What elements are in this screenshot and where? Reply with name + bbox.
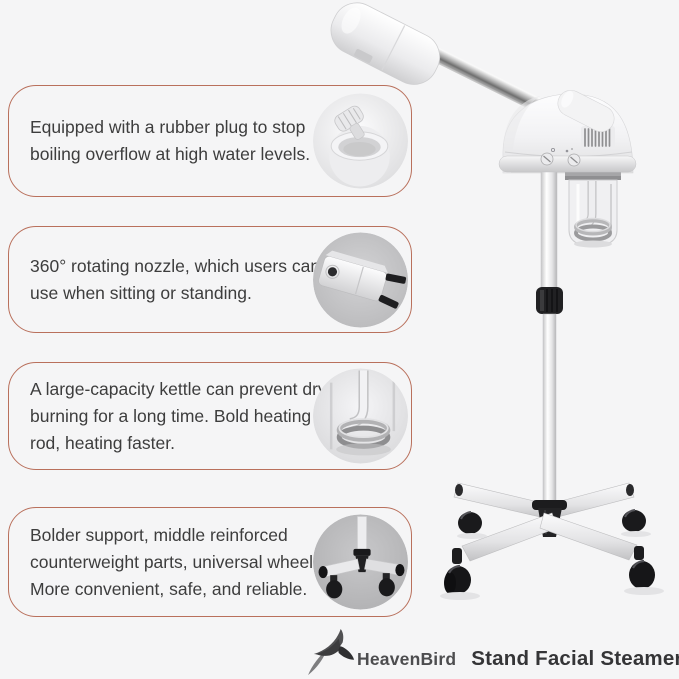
rubber-plug-detail-photo [313, 93, 408, 189]
callout-kettle-heating: A large-capacity kettle can prevent dry … [8, 362, 412, 470]
callout-line: counterweight parts, universal wheel. [30, 551, 318, 572]
water-tank [565, 168, 621, 248]
heating-coil [574, 181, 612, 242]
base-legs-rear [453, 482, 635, 520]
height-adjust-collar [536, 287, 563, 314]
callout-line: More convenient, safe, and reliable. [30, 578, 308, 599]
stand-pole-lower [542, 313, 557, 507]
steamer-nozzle [330, 2, 441, 85]
callout-line: Bolder support, middle reinforced [30, 524, 288, 545]
base-hub-icon [318, 516, 405, 599]
stand-pole-upper [540, 167, 558, 291]
product-title: Stand Facial Steamer [471, 647, 679, 670]
head-base-ring [498, 155, 637, 173]
callout-line: A large-capacity kettle can prevent dry [30, 378, 327, 399]
vent-grille [581, 126, 615, 149]
heating-rod-detail-photo [313, 368, 408, 464]
floor-shadow [440, 531, 664, 600]
callout-text: A large-capacity kettle can prevent dry … [9, 376, 330, 457]
caster-wheel-front-right [629, 546, 655, 589]
nozzle-detail-photo [313, 232, 408, 327]
callout-text: Bolder support, middle reinforced counte… [9, 522, 330, 603]
base-wheel-detail-photo [313, 514, 408, 610]
callout-line: 360° rotating nozzle, which users can [30, 255, 321, 276]
callout-line: burning for a long time. Bold heating [30, 405, 312, 426]
bird-logo-icon [308, 629, 355, 676]
callout-rotating-nozzle: 360° rotating nozzle, which users can us… [8, 226, 412, 333]
callout-rubber-plug: Equipped with a rubber plug to stop boil… [8, 85, 412, 197]
brand-name: HeavenBird [357, 649, 457, 669]
callout-line: use when sitting or standing. [30, 282, 252, 303]
caster-wheel-front-left [444, 548, 471, 594]
callout-base-support: Bolder support, middle reinforced counte… [8, 507, 412, 617]
callout-text: Equipped with a rubber plug to stop boil… [9, 114, 330, 168]
nozzle-head-icon [318, 250, 407, 309]
base-legs-front [461, 512, 638, 562]
caster-wheel-rear-right [622, 509, 646, 532]
callout-line: Equipped with a rubber plug to stop [30, 117, 306, 137]
rubber-plug-icon [334, 105, 365, 140]
callout-line: boiling overflow at high water levels. [30, 144, 311, 164]
caster-wheel-rear-left [458, 511, 482, 534]
control-knobs [540, 147, 581, 167]
branding-footer: HeavenBird Stand Facial Steamer [304, 627, 679, 677]
callout-line: rod, heating faster. [30, 432, 175, 453]
callout-text: 360° rotating nozzle, which users can us… [9, 253, 330, 307]
arm-connector [557, 89, 615, 133]
heating-rod-icon [336, 370, 391, 456]
